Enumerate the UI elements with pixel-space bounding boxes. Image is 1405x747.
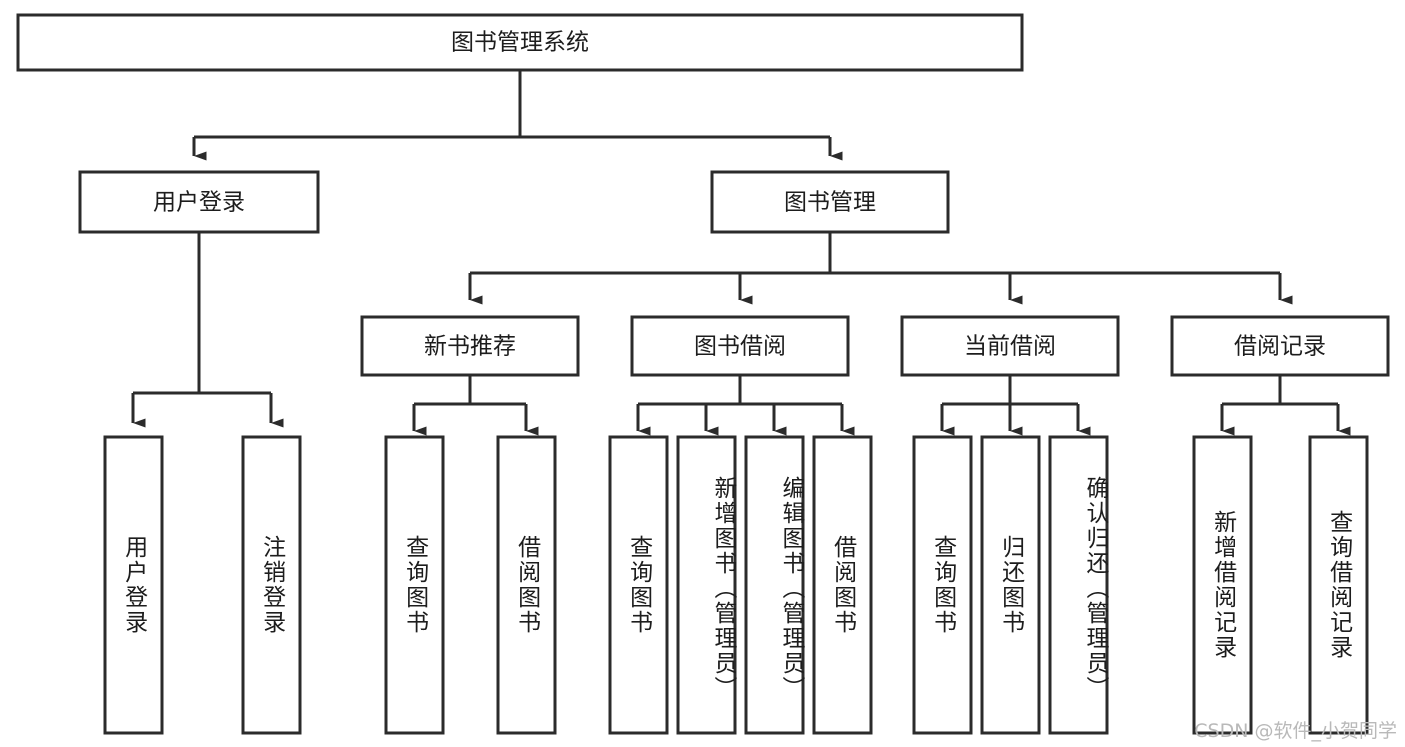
leaf-box-logout[interactable] (241, 435, 302, 735)
user-login-box (78, 170, 320, 234)
connector-user-login-to-leaves (131, 232, 284, 428)
root-label: 图书管理系统 (451, 30, 589, 56)
leaf-box-return-book[interactable] (980, 435, 1041, 735)
connector-new-book-recommend-to-leaves (412, 375, 539, 436)
current-borrow-label: 当前借阅 (964, 334, 1056, 360)
leaf-box-query-borrow-record[interactable] (1308, 435, 1369, 735)
connector-book-borrow-to-leaves (636, 375, 855, 436)
leaf-box-query-book-borrow[interactable] (608, 435, 669, 735)
current-borrow-box (900, 315, 1120, 377)
connector-root-to-level2 (192, 70, 843, 161)
node-book-management[interactable]: 图书管理 (710, 170, 950, 234)
connector-current-borrow-to-leaves (940, 375, 1091, 436)
leaf-box-user-login[interactable] (103, 435, 164, 735)
new-book-recommend-label: 新书推荐 (424, 334, 516, 360)
book-management-label: 图书管理 (784, 190, 876, 216)
leaf-box-add-borrow-record[interactable] (1192, 435, 1253, 735)
node-book-borrow[interactable]: 图书借阅 (630, 315, 850, 377)
node-current-borrow[interactable]: 当前借阅 (900, 315, 1120, 377)
node-root[interactable]: 图书管理系统 (16, 13, 1024, 72)
node-user-login[interactable]: 用户登录 (78, 170, 320, 234)
book-borrow-label: 图书借阅 (694, 334, 786, 360)
new-book-recommend-box (360, 315, 580, 377)
watermark: CSDN @软件_小贺同学 (1194, 720, 1397, 742)
leaf-box-borrow-book-recommend[interactable] (496, 435, 557, 735)
user-login-label: 用户登录 (153, 190, 245, 216)
root-box (16, 13, 1024, 72)
connector-book-management-to-level3 (468, 232, 1293, 305)
connector-borrow-record-to-leaves (1220, 375, 1351, 436)
leaf-box-query-book-current[interactable] (912, 435, 973, 735)
leaf-box-borrow-book[interactable] (812, 435, 873, 735)
node-new-book-recommend[interactable]: 新书推荐 (360, 315, 580, 377)
borrow-record-label: 借阅记录 (1234, 334, 1326, 360)
leaf-box-query-book-recommend[interactable] (384, 435, 445, 735)
leaf-box-add-book-admin[interactable] (676, 435, 737, 735)
node-borrow-record[interactable]: 借阅记录 (1170, 315, 1390, 377)
leaf-box-edit-book-admin[interactable] (744, 435, 805, 735)
leaf-box-confirm-return-admin[interactable] (1048, 435, 1109, 735)
